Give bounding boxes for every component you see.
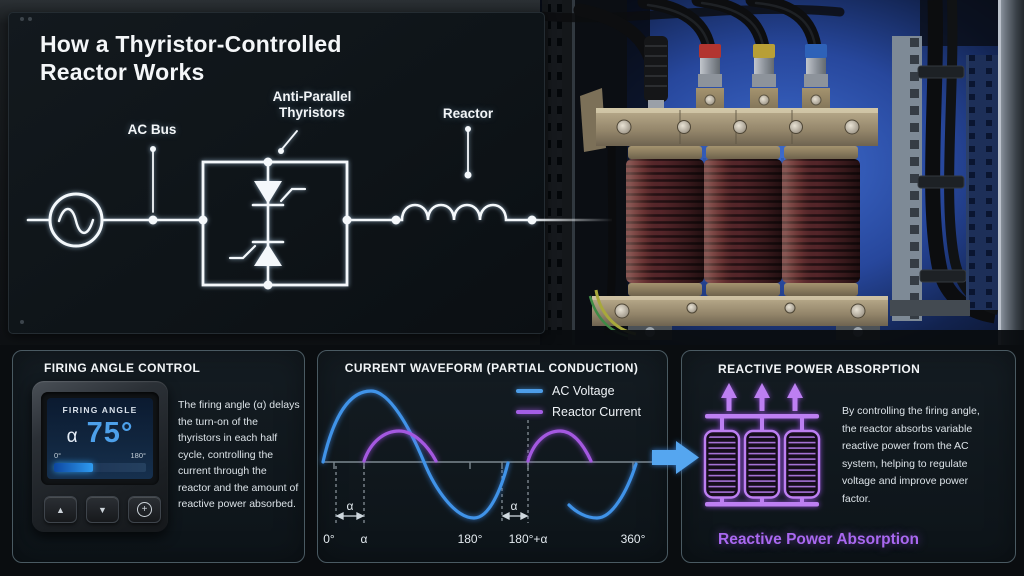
waveform-panel-title: CURRENT WAVEFORM (PARTIAL CONDUCTION) — [344, 361, 639, 375]
circle-plus-icon: + — [137, 502, 152, 517]
top-clamp-bar — [580, 88, 878, 152]
legend-ac-voltage: AC Voltage — [516, 384, 615, 398]
controller-buttons: ▲ ▼ + — [44, 496, 161, 523]
page-title-line2: Reactor Works — [40, 59, 205, 85]
rack-rail-right — [890, 0, 1024, 345]
legend-line-blue — [516, 389, 543, 393]
angle-progress-fill — [54, 463, 93, 472]
legend-line-purple — [516, 410, 543, 414]
ac-bus-label: AC Bus — [127, 122, 177, 137]
reactive-power-panel-title: REACTIVE POWER ABSORPTION — [718, 362, 921, 376]
waveform-panel — [317, 350, 668, 563]
coil-phase-3 — [782, 146, 860, 296]
angle-value: 75° — [86, 417, 134, 449]
panel-screw — [20, 17, 24, 21]
coil-phase-1 — [626, 146, 704, 296]
reactor-photo-art — [540, 0, 1024, 345]
controller-screen-bezel: FIRING ANGLE α 75° 0° 180° — [41, 392, 159, 485]
firing-angle-description: The firing angle (α) delays the turn-on … — [178, 399, 300, 510]
phase-band-yellow — [753, 44, 775, 58]
panel-screw — [28, 17, 32, 21]
select-button: + — [128, 496, 161, 523]
controller-screen: FIRING ANGLE α 75° 0° 180° — [47, 398, 153, 479]
decrease-button: ▼ — [86, 496, 119, 523]
reactor-photo — [540, 0, 1024, 345]
reactive-power-caption: Reactive Power Absorption — [718, 531, 919, 548]
reactive-power-description: By controlling the firing angle, the rea… — [842, 405, 980, 505]
legend-reactor-current: Reactor Current — [516, 405, 641, 419]
up-arrow-icon: ▲ — [56, 504, 65, 515]
down-arrow-icon: ▼ — [98, 504, 107, 515]
rack-rail-left — [542, 0, 575, 345]
firing-angle-panel-title: FIRING ANGLE CONTROL — [44, 361, 201, 375]
reactor-coils — [626, 146, 860, 296]
scale-max: 180° — [130, 451, 146, 460]
screen-title: FIRING ANGLE — [62, 405, 138, 415]
scale-min: 0° — [54, 451, 62, 460]
angle-progress-track — [54, 463, 146, 472]
panel-screw — [20, 320, 24, 324]
page-title: How a Thyristor-Controlled Reactor Works — [40, 30, 342, 86]
coil-phase-2 — [704, 146, 782, 296]
angle-scale: 0° 180° — [47, 451, 153, 460]
thyristors-label: Anti-Parallel Thyristors — [272, 89, 352, 120]
reactor-label: Reactor — [442, 106, 494, 121]
page-title-line1: How a Thyristor-Controlled — [40, 31, 342, 57]
phase-band-red — [699, 44, 721, 58]
cable-terminals — [644, 36, 830, 122]
increase-button: ▲ — [44, 496, 77, 523]
phase-band-blue — [805, 44, 827, 58]
alpha-symbol: α — [66, 426, 78, 447]
angle-readout: α 75° — [47, 417, 153, 450]
firing-angle-controller: FIRING ANGLE α 75° 0° 180° ▲ ▼ — [32, 381, 168, 532]
